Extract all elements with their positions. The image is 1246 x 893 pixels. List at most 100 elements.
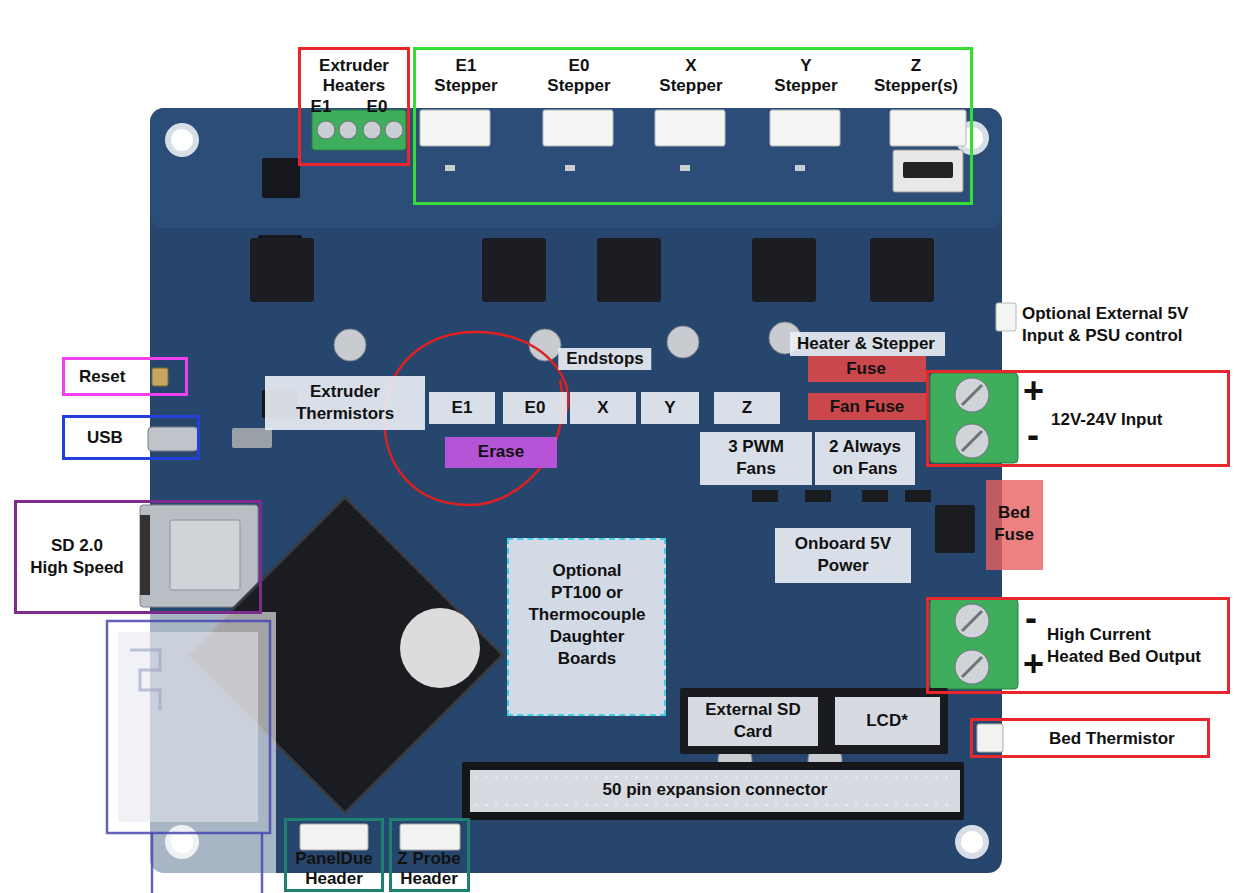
callout-text: Extruder Heaters [319,56,389,96]
led [795,165,805,171]
thermistor-label: Extruder Thermistors [265,376,425,430]
bed-thermistor-callout: Bed Thermistor [970,718,1210,758]
callout-text: E0 [367,97,388,117]
mounting-hole [961,831,983,853]
stepper-connector [543,110,613,146]
board-sheen [150,108,1002,228]
callout-text: 50 pin expansion connector [603,780,828,800]
callout-text: External SD Card [700,699,806,743]
driver-chip [597,238,661,302]
terminal-screw [955,604,989,638]
header-connector [400,824,460,850]
callout-text: Erase [478,441,524,462]
driver-chip [250,238,314,302]
stepper-callout: E1 StepperE0 StepperX StepperY StepperZ … [413,47,973,205]
sd-card-callout: SD 2.0 High Speed [14,500,262,614]
callout-text: Z [714,392,780,424]
mounting-hole [165,123,199,157]
header-callout: Z Probe Header [389,818,470,892]
bed-output-callout: -High Current Heated Bed Output+ [926,597,1230,694]
wifi-antenna [130,650,160,710]
sd-card-slot [140,515,150,595]
erase-label: Erase [445,437,557,468]
fade-overlay [100,612,276,893]
fan-label: 3 PWM Fans [700,432,812,485]
callout-text: High Current Heated Bed Output [1047,624,1201,668]
sd-card-contact [170,520,240,590]
reset-button [152,368,168,386]
callout-text: 2 Always on Fans [829,436,902,480]
terminal-screw [955,650,989,684]
chip-marking [400,608,480,688]
power-terminal [930,373,1018,463]
capacitor [667,326,699,358]
terminal-screw [955,424,989,458]
callout-text: Y Stepper [774,56,837,96]
fan-jumper [752,490,778,502]
callout-text: Onboard 5V Power [790,533,896,577]
terminal-screw [317,121,335,139]
endstop-label: EndstopsE1E0XYZ [425,346,790,428]
wifi-module [118,632,258,822]
sd-card-holder [140,505,258,607]
screw-slot [962,431,982,451]
callout-text: Optional PT100 or Thermocouple Daughter … [528,560,645,670]
fan-jumper [862,490,888,502]
callout-text: + [1023,644,1044,684]
mounting-hole [171,129,193,151]
wifi-lead [261,833,264,893]
callout-text: LCD* [866,710,908,732]
mounting-hole [955,825,989,859]
callout-text: Reset [79,367,125,387]
fan-label: 2 Always on Fans [815,432,915,485]
z-jumper-block [893,150,963,192]
callout-text: 12V-24V Input [1051,410,1162,430]
capacitor [334,329,366,361]
callout-text: E0 [503,392,567,424]
callout-text: Y [641,392,699,424]
terminal-screw [363,121,381,139]
terminal-screw [385,121,403,139]
callout-text: Endstops [558,348,651,370]
connector-label: External SD Card [688,697,818,746]
callout-text: E1 [311,97,332,117]
ribbon-connector [680,688,948,754]
callout-text: - [1027,415,1039,455]
regulator [262,158,300,198]
callout-text: 3 PWM Fans [728,436,784,480]
stepper-connector [655,110,725,146]
connector-label: 50 pin expansion connector [470,770,960,812]
reset-callout: Reset [62,357,188,396]
z-jumper [903,162,953,178]
usb-port [148,427,198,451]
stepper-connector [420,110,490,146]
connector-label: LCD* [835,697,940,745]
note-label: Optional External 5V Input & PSU control [1022,303,1189,347]
callout-text: E1 Stepper [434,56,497,96]
stepper-connector [770,110,840,146]
callout-text: X Stepper [659,56,722,96]
callout-text: Extruder Thermistors [296,381,394,425]
callout-text: Heater & Stepper Fuse [783,331,949,381]
callout-text: Bed Fuse [994,502,1034,546]
power-input-callout: +-12V-24V Input [926,370,1230,467]
callout-text: X [570,392,636,424]
led [680,165,690,171]
circuit-board [150,108,1002,873]
callout-text: USB [87,428,123,448]
wifi-lead [151,833,154,893]
extruder-heater-callout: Extruder HeatersE1 E0 [298,47,410,166]
led [445,165,455,171]
screw-slot [962,611,982,631]
terminal-screw [955,378,989,412]
daughter-board-area: Optional PT100 or Thermocouple Daughter … [507,538,666,716]
wifi-outline [107,621,270,833]
driver-chip [482,238,546,302]
callout-text: Z Stepper(s) [874,56,958,96]
driver-chip [752,238,816,302]
power-label: Onboard 5V Power [775,528,911,583]
jtag-header [232,428,272,448]
terminal-screw [339,121,357,139]
callout-text: - [1025,598,1037,638]
